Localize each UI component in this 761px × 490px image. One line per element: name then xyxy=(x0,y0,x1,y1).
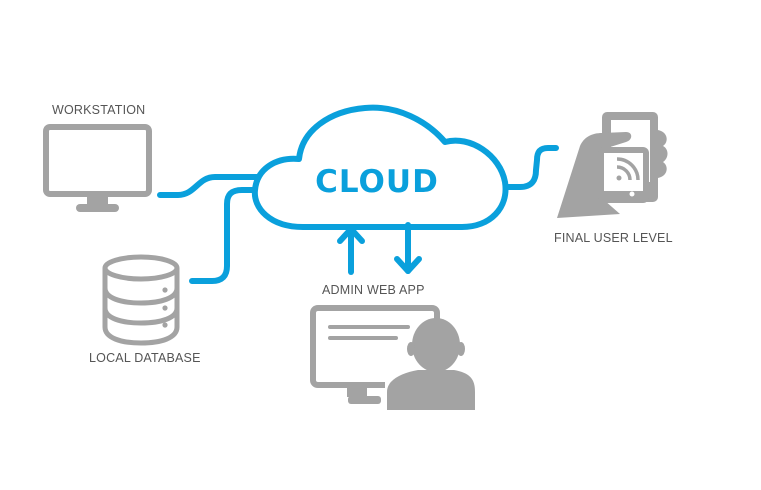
workstation-label: WORKSTATION xyxy=(52,103,145,117)
final-user-node[interactable]: FINAL USER LEVEL xyxy=(554,112,673,245)
local-database-label: LOCAL DATABASE xyxy=(89,351,201,365)
connector-database-cloud xyxy=(189,187,265,284)
workstation-node[interactable]: WORKSTATION xyxy=(43,103,152,212)
cloud-node[interactable]: CLOUD xyxy=(251,104,509,230)
admin-web-app-label: ADMIN WEB APP xyxy=(322,283,425,297)
connector-workstation-cloud xyxy=(157,174,261,198)
cloud-label: CLOUD xyxy=(315,164,439,200)
cloud-icon xyxy=(251,104,509,230)
admin-arrows xyxy=(337,222,422,275)
monitor-user-icon xyxy=(310,305,475,410)
down-arrow-icon xyxy=(394,222,422,274)
final-user-level-label: FINAL USER LEVEL xyxy=(554,231,673,245)
local-database-node[interactable]: LOCAL DATABASE xyxy=(89,254,201,365)
wifi-signal-icon xyxy=(616,157,640,181)
user-silhouette-icon xyxy=(387,318,475,410)
connectors xyxy=(157,145,559,284)
database-icon xyxy=(102,254,180,346)
monitor-icon xyxy=(43,124,152,212)
connector-cloud-user xyxy=(501,145,559,190)
admin-web-app-node[interactable]: ADMIN WEB APP xyxy=(310,283,475,410)
up-arrow-icon xyxy=(337,226,365,275)
hand-tablet-wifi-icon xyxy=(557,112,668,218)
